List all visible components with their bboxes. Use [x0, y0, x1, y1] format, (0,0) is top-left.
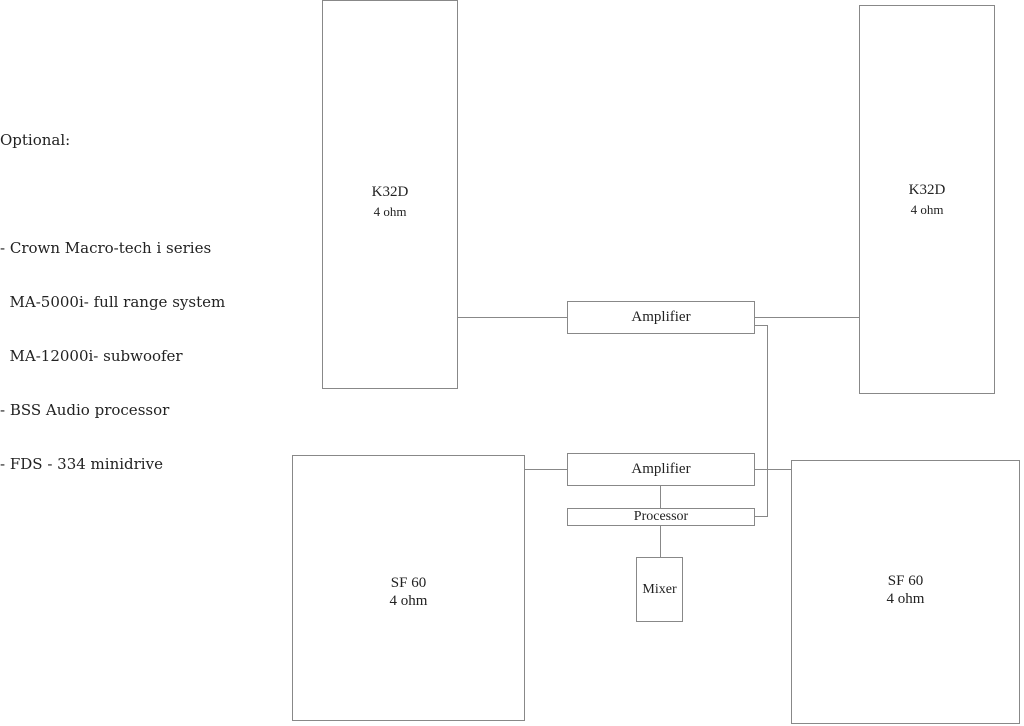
- speaker-impedance: 4 ohm: [886, 591, 925, 607]
- speaker-sf60-right: SF 60 4 ohm: [791, 460, 1020, 724]
- notes-line: - Crown Macro-tech i series: [0, 239, 212, 257]
- notes-line: - FDS - 334 minidrive: [0, 455, 163, 473]
- wire-amp-to-k32d-right: [754, 317, 859, 318]
- speaker-sf60-left: SF 60 4 ohm: [292, 455, 525, 721]
- speaker-k32d-right: K32D 4 ohm: [859, 5, 995, 394]
- optional-notes: Optional: - Crown Macro-tech i series MA…: [0, 95, 225, 491]
- wire-sf60-left-to-amp: [524, 469, 568, 470]
- wire-processor-to-mixer: [660, 525, 661, 558]
- speaker-name: K32D: [908, 182, 946, 198]
- speaker-k32d-left: K32D 4 ohm: [322, 0, 458, 389]
- speaker-impedance: 4 ohm: [389, 593, 428, 609]
- notes-spacer: [0, 185, 225, 203]
- speaker-name: SF 60: [390, 575, 427, 591]
- speaker-impedance: 4 ohm: [910, 202, 944, 217]
- wire-k32d-left-to-amp: [457, 317, 568, 318]
- wire-amp-to-sf60-right: [754, 469, 792, 470]
- notes-line: MA-5000i- full range system: [0, 293, 226, 311]
- wire-amp-top-riser-v: [767, 325, 768, 517]
- processor: Processor: [567, 508, 755, 526]
- amplifier-top: Amplifier: [567, 301, 755, 334]
- amplifier-bottom: Amplifier: [567, 453, 755, 486]
- wire-amp-top-riser-h: [754, 325, 768, 326]
- wire-riser-to-processor: [754, 516, 768, 517]
- notes-line: MA-12000i- subwoofer: [0, 347, 183, 365]
- wire-amp-to-processor: [660, 485, 661, 509]
- mixer: Mixer: [636, 557, 683, 622]
- notes-heading: Optional:: [0, 131, 71, 149]
- speaker-name: K32D: [371, 184, 409, 200]
- notes-line: - BSS Audio processor: [0, 401, 170, 419]
- speaker-impedance: 4 ohm: [373, 204, 407, 219]
- speaker-name: SF 60: [887, 573, 924, 589]
